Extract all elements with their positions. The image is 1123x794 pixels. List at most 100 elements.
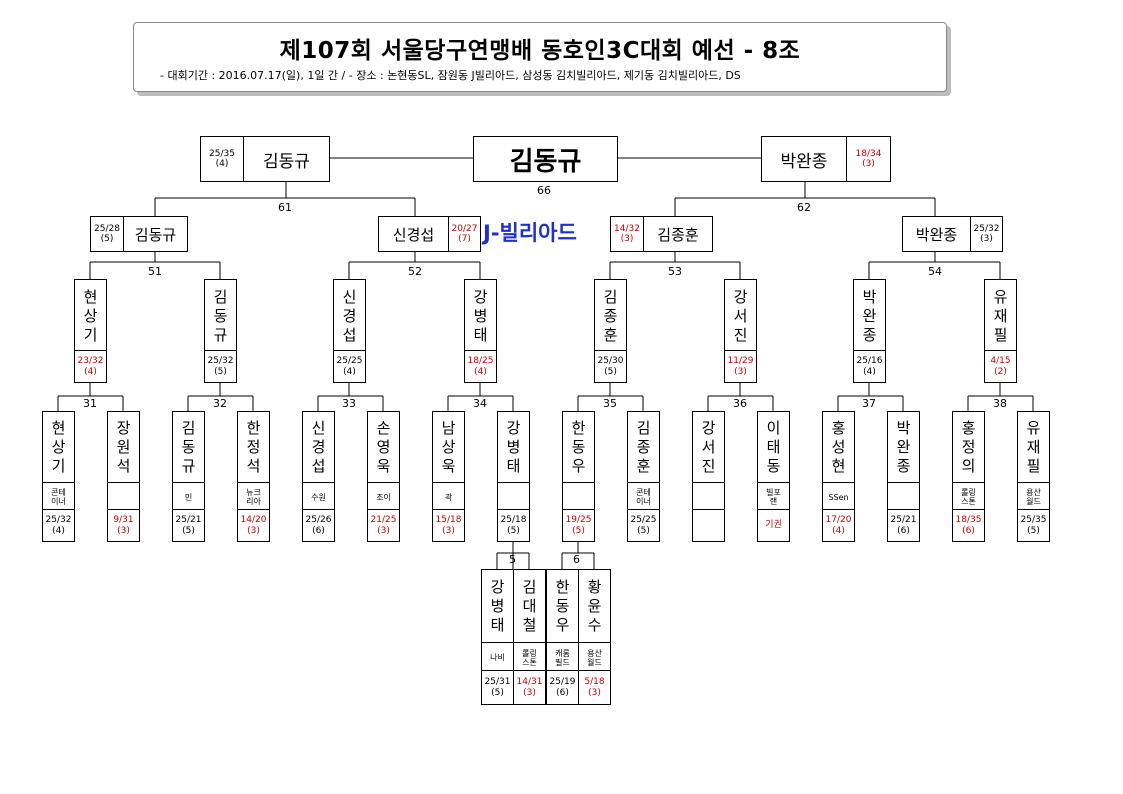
r16-player-1-score: 23/32(4): [75, 350, 106, 382]
r32-entry-12-score: 기권: [758, 509, 789, 541]
venue-label: J-빌리아드: [483, 221, 577, 245]
r32-entry-14-club: [888, 482, 919, 511]
r16-player-2-score: 25/32(5): [205, 350, 236, 382]
quarter-61b-box: 신경섭 20/27 (7): [378, 216, 481, 252]
quarter-61a-name: 김동규: [134, 225, 177, 244]
r32-entry-2-club: [108, 482, 139, 511]
semi-left-name: 김동규: [263, 151, 310, 172]
quarter-61b-name: 신경섭: [379, 217, 449, 251]
quarter-62a-score: 14/32 (3): [611, 217, 644, 251]
match-number-62: 62: [797, 201, 811, 214]
r32-entry-13-score: 17/20(4): [823, 509, 854, 541]
r32-entry-6-score: 21/25(3): [368, 509, 399, 541]
match-number-54: 54: [928, 265, 942, 278]
r32-entry-5-score: 25/26(6): [303, 509, 334, 541]
quarter-61a-box: 25/28 (5) 김동규: [90, 216, 188, 252]
r16-player-5-score: 25/30(5): [595, 350, 626, 382]
quarter-62a-box: 14/32 (3) 김종훈: [610, 216, 713, 252]
score: 18/34: [855, 149, 882, 159]
r16-player-3-score: 25/25(4): [334, 350, 365, 382]
semi-left-score: 25/35 (4): [201, 137, 244, 181]
score: 14/32: [614, 224, 640, 234]
r32-entry-10-score: 25/25(5): [628, 509, 659, 541]
r32-entry-2-score: 9/31(3): [108, 509, 139, 541]
prelim-entry-a1-score: 25/31(5): [482, 670, 513, 704]
match-number-34: 34: [473, 397, 487, 410]
quarter-62b-score: 25/32 (3): [971, 217, 1002, 251]
r32-entry-6-club: 조이: [368, 482, 399, 511]
r16-player-8-score: 4/15(2): [985, 350, 1016, 382]
prelim-entry-a1-club: 나비: [482, 642, 513, 672]
match-number-53: 53: [668, 265, 682, 278]
r32-entry-7-score: 15/18(3): [433, 509, 464, 541]
r32-entry-16-score: 25/35(5): [1018, 509, 1049, 541]
r32-entry-1-score: 25/32(4): [43, 509, 74, 541]
prelim-entry-b1-score: 25/19(6): [547, 670, 578, 704]
score: 25/28: [94, 224, 120, 234]
inning: (3): [980, 234, 993, 244]
semi-right-score: 18/34 (3): [847, 137, 890, 181]
event-info: - 대회기간 : 2016.07.17(일), 1일 간 / - 장소 : 논현…: [160, 69, 741, 82]
score: 20/27: [451, 224, 478, 234]
semi-right-box: 박완종 18/34 (3): [761, 136, 891, 182]
match-number-51: 51: [148, 265, 162, 278]
quarter-61a-score: 25/28 (5): [91, 217, 124, 251]
semi-right-name: 박완종: [762, 137, 847, 181]
quarter-62b-name: 박완종: [903, 217, 971, 251]
final-winner-name: 김동규: [509, 146, 582, 177]
title-box: 제107회 서울당구연맹배 동호인3C대회 예선 - 8조 - 대회기간 : 2…: [133, 22, 947, 92]
prelim-entry-a2-score: 14/31(3): [514, 670, 545, 704]
r32-entry-4-score: 14/20(3): [238, 509, 269, 541]
quarter-62b-box: 박완종 25/32 (3): [902, 216, 1003, 252]
r32-entry-5-club: 수원: [303, 482, 334, 511]
match-number-37: 37: [862, 397, 876, 410]
inning: (4): [215, 159, 229, 169]
